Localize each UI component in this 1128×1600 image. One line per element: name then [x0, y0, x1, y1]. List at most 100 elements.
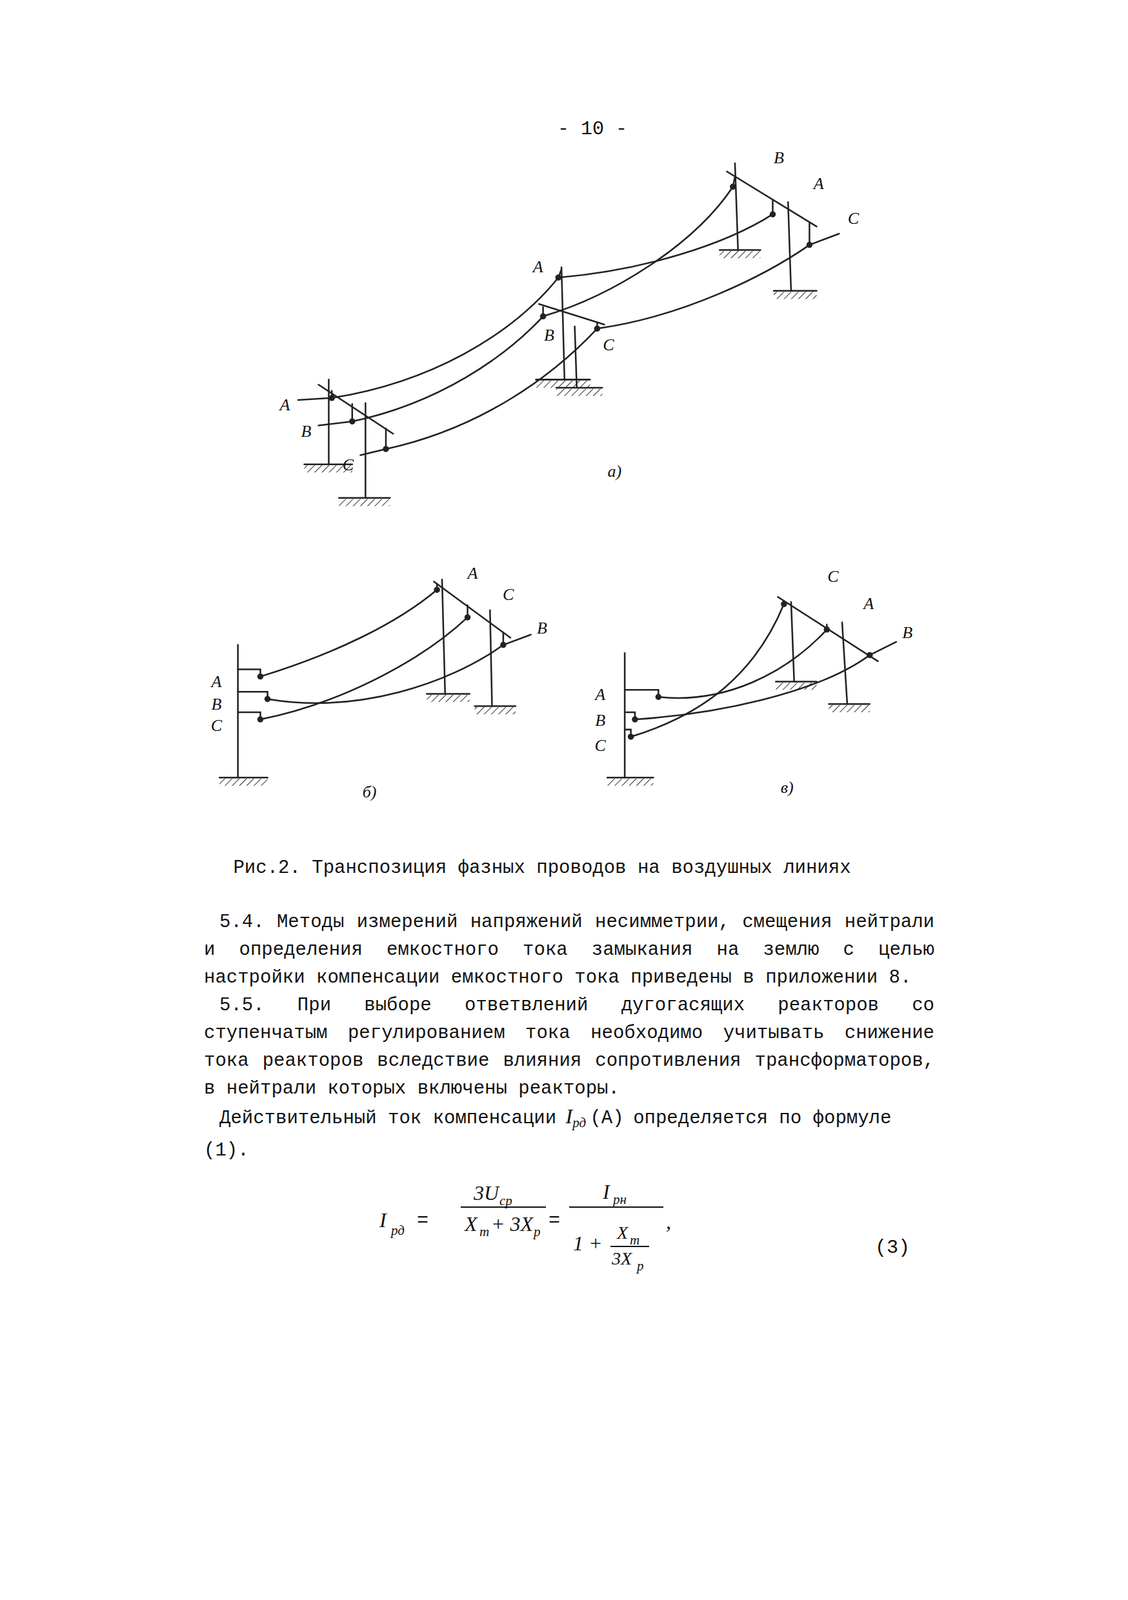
phase-label: B [543, 327, 555, 344]
illustration-part [658, 629, 827, 699]
unit: (А) [589, 1107, 624, 1130]
phase-label: A [467, 565, 478, 583]
formula-sign: = [548, 1211, 561, 1231]
illustration-part [536, 379, 603, 388]
phase-label: C [594, 737, 606, 755]
formula-subscript: рн [613, 1193, 627, 1207]
illustration-part [318, 384, 393, 434]
illustration-part [536, 380, 591, 388]
formula-symbol: X [616, 1224, 628, 1243]
phase-label: B [536, 620, 548, 637]
phase-label: B [594, 712, 606, 730]
illustration-part [474, 707, 516, 715]
illustration-part [824, 626, 830, 633]
illustration-part [236, 645, 239, 779]
illustration-part [555, 274, 562, 281]
paragraph: Действительный ток компенсацииIрд(А)опре… [203, 1102, 935, 1165]
illustration-part [503, 634, 532, 646]
illustration-part [842, 622, 848, 705]
illustration-part [631, 716, 638, 723]
illustration-part [433, 582, 511, 639]
illustration-part [331, 277, 559, 399]
formula-symbol: I [379, 1209, 387, 1231]
illustration-part [773, 291, 817, 299]
phase-label: C [502, 586, 514, 604]
illustration-part [624, 653, 626, 778]
illustration-part [558, 214, 773, 278]
phase-label: A [594, 686, 606, 704]
illustration-part [806, 241, 813, 248]
formula-symbol: X [464, 1213, 478, 1235]
phase-label: C [211, 717, 222, 735]
phase-label: A [279, 396, 290, 414]
phase-label: C [602, 336, 614, 354]
illustration-part [260, 617, 468, 720]
illustration-part [264, 696, 271, 703]
illustration-part [327, 379, 330, 464]
illustration-part [360, 449, 386, 455]
illustration-part [543, 186, 734, 317]
illustration-part [257, 716, 264, 723]
paragraph: 5.4. Методы измерений напряжений несимме… [203, 908, 935, 992]
illustration-part [219, 778, 268, 786]
illustration-part [426, 694, 470, 703]
phase-label: B [902, 624, 913, 642]
illustration-part [634, 654, 870, 720]
equation-number: (3) [875, 1238, 910, 1258]
formula: Iрд=3UсрXт+ 3Xр=Iрн1 +Xт3Xр,(3) [203, 1167, 935, 1297]
page-number: - 10 - [557, 119, 628, 139]
illustration-part [328, 394, 335, 401]
illustration-part [574, 326, 577, 388]
illustration-part [219, 251, 870, 786]
illustration-part [594, 325, 601, 332]
illustration-part [791, 602, 795, 682]
figure-label: в) [780, 779, 794, 797]
illustration-part [828, 705, 870, 713]
formula-subscript: р [533, 1225, 541, 1239]
phase-label: A [533, 258, 544, 276]
illustration-part [775, 682, 817, 690]
illustration-part [500, 642, 506, 648]
formula-symbol: I [602, 1181, 610, 1203]
paragraph-group: 5.4. Методы измерений напряжений несимме… [203, 908, 935, 1103]
illustration-part [627, 733, 634, 740]
figure-label: б) [362, 784, 377, 801]
illustration-part [784, 601, 827, 630]
illustration-part [655, 694, 662, 701]
illustration-part [219, 776, 268, 779]
paragraph: 5.5. При выборе ответвлений дугогасящих … [203, 991, 935, 1103]
illustration-part [426, 694, 516, 707]
illustration-part [869, 642, 897, 656]
formula-symbol: 3X [611, 1249, 632, 1269]
illustration-part [352, 316, 544, 422]
phase-label: C [342, 456, 354, 474]
illustration-part [809, 233, 839, 245]
phase-label: A [863, 595, 874, 613]
figure-caption: Рис.2. Транспозиция фазных проводов на в… [187, 855, 897, 882]
illustration-part [260, 589, 437, 677]
illustration-part [607, 776, 654, 779]
formula-subscript: т [629, 1233, 640, 1248]
figure-label: а) [607, 463, 622, 481]
illustration-part [318, 421, 353, 426]
phase-label: C [827, 568, 839, 586]
phase-label: C [847, 210, 859, 228]
illustration-part [464, 614, 471, 621]
phase-label: A [813, 175, 825, 193]
illustration-part [726, 171, 817, 227]
text-body: 5.4. Методы измерений напряжений несимме… [203, 908, 935, 1297]
phase-label: A [211, 673, 222, 691]
inline-text: Действительный ток компенсации [219, 1107, 557, 1130]
illustration-part [729, 183, 736, 190]
formula-subscript: т [479, 1225, 490, 1239]
illustration-part [607, 778, 654, 786]
illustration-part [238, 669, 268, 721]
illustration-part [866, 652, 873, 659]
illustration-part [257, 183, 874, 741]
subscript: рд [572, 1115, 586, 1131]
formula-subscript: ср [499, 1194, 513, 1209]
illustration-part [433, 586, 440, 593]
fraction-lines [203, 1167, 935, 1297]
illustration-part [298, 398, 332, 401]
